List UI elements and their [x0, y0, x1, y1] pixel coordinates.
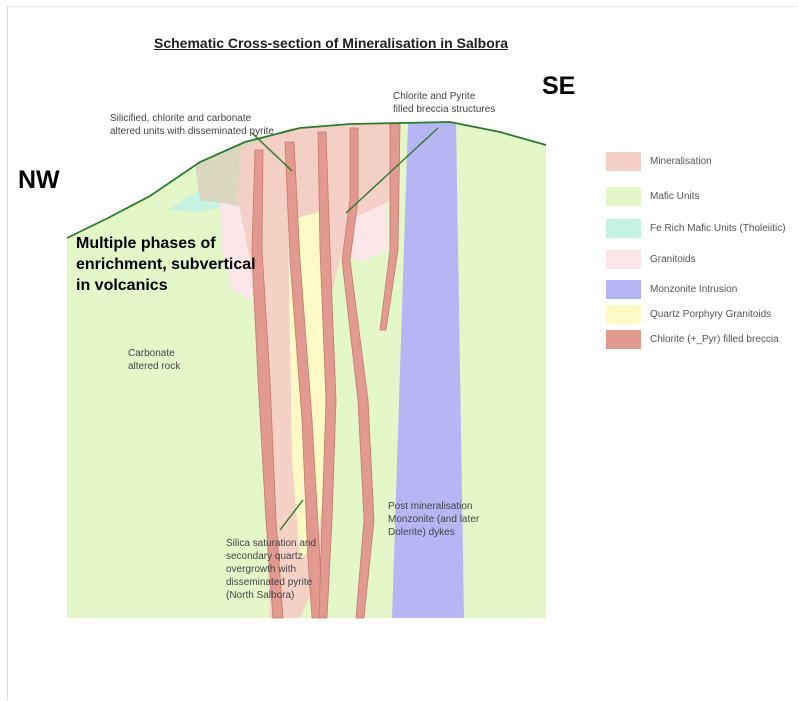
- diagram-title: Schematic Cross-section of Mineralisatio…: [154, 35, 508, 51]
- legend-label: Monzonite Intrusion: [650, 284, 738, 295]
- legend-label: Fe Rich Mafic Units (Tholeiitic): [650, 223, 786, 234]
- breccia-vein-4: [341, 127, 375, 619]
- legend-label: Granitoids: [650, 254, 696, 265]
- legend-swatch: [606, 250, 641, 269]
- annotation-post-mineralisation-dykes: Post mineralisation Monzonite (and later…: [388, 501, 480, 538]
- breccia-vein-3: [317, 131, 337, 619]
- breccia-veins: [251, 123, 401, 619]
- direction-se-label: SE: [542, 72, 576, 100]
- legend-swatch: [606, 280, 641, 299]
- legend-swatch: [606, 152, 641, 171]
- legend-label: Mafic Units: [650, 191, 700, 202]
- leader-line-top-right: [345, 127, 439, 214]
- legend-label: Mineralisation: [650, 156, 712, 167]
- breccia-vein-5: [379, 123, 401, 331]
- breccia-vein-1: [251, 149, 284, 619]
- legend-swatch: [606, 219, 641, 238]
- leader-line-top-left: [251, 132, 293, 172]
- figure-frame: [7, 6, 797, 700]
- annotation-enrichment-phases: Multiple phases of enrichment, subvertic…: [76, 235, 256, 294]
- annotation-silica-saturation: Silica saturation and secondary quartz o…: [226, 538, 317, 601]
- legend-label: Quartz Porphyry Granitoids: [650, 309, 772, 320]
- legend-label: Chlorite (+_Pyr) filled breccia: [650, 334, 779, 345]
- annotation-carbonate-rock: Carbonate altered rock: [128, 348, 181, 372]
- leader-line-silica: [279, 499, 304, 531]
- annotation-silicified-units: Silicified, chlorite and carbonate alter…: [110, 113, 274, 137]
- legend-swatch: [606, 187, 641, 206]
- legend-swatch: [606, 305, 641, 324]
- monzonite-intrusion: [392, 123, 464, 618]
- annotation-breccia-structures: Chlorite and Pyrite filled breccia struc…: [393, 91, 496, 115]
- surface-outline: [66, 121, 547, 239]
- direction-nw-label: NW: [18, 166, 60, 194]
- legend-swatch: [606, 330, 641, 349]
